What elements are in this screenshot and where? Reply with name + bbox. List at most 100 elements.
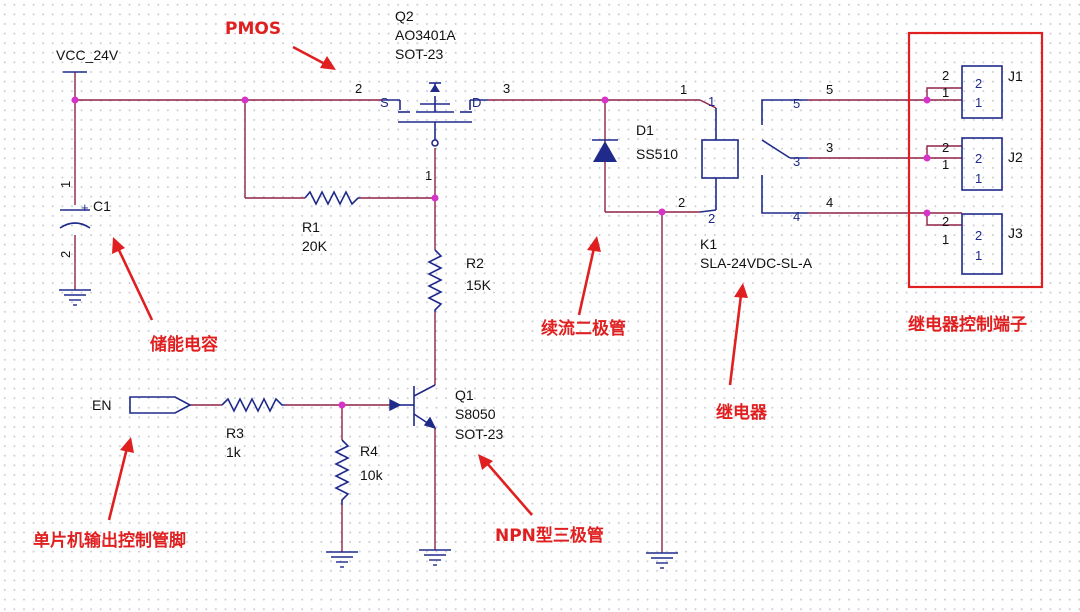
r2-ref: R2 <box>466 255 484 271</box>
resistor-r4: R4 10k <box>334 439 384 505</box>
wire-j3-pin2 <box>926 213 962 226</box>
r4-value: 10k <box>360 467 384 483</box>
j2-pin1-outer: 1 <box>942 157 949 172</box>
c1-pin2: 2 <box>58 251 73 258</box>
annotation-labels: PMOS 储能电容 续流二极管 继电器 继电器控制端子 单片机输出控制管脚 NP… <box>33 19 1027 551</box>
q1-base-arrow <box>389 398 402 412</box>
r1-value: 20K <box>302 238 328 254</box>
arrow-npn <box>485 461 533 516</box>
resistor-r3: R3 1k <box>221 397 285 460</box>
ground-r4 <box>326 551 358 568</box>
q2-d-label: D <box>472 95 481 110</box>
transistor-q1: Q1 S8050 SOT-23 <box>389 384 503 442</box>
connector-j2: 2 1 2 1 J2 <box>942 137 1023 191</box>
arrow-relay <box>728 294 743 386</box>
wire-relay-pin1 <box>699 99 717 109</box>
annotation-mcu-pin: 单片机输出控制管脚 <box>33 530 186 551</box>
annotation-arrows <box>107 45 748 521</box>
net-number-3: 3 <box>826 140 833 155</box>
k1-no-contact <box>761 99 808 125</box>
ground-c1 <box>59 289 91 306</box>
k1-ref: K1 <box>700 236 717 252</box>
junction-j2 <box>923 154 931 162</box>
k1-nc-contact <box>761 175 808 214</box>
j2-pin2-inner: 2 <box>975 151 982 166</box>
resistor-r2: R2 15K <box>427 249 492 312</box>
q1-ref: Q1 <box>455 387 474 403</box>
annotation-freewheel-diode: 续流二极管 <box>541 318 626 339</box>
r3-value: 1k <box>226 444 242 460</box>
j3-pin1-inner: 1 <box>975 248 982 263</box>
q1-value: S8050 <box>455 406 496 422</box>
q2-s-label: S <box>380 95 389 110</box>
relay-terminals-frame <box>907 31 1044 289</box>
junction-j3 <box>923 209 931 217</box>
net-number-4: 4 <box>826 195 833 210</box>
j1-pin1-inner: 1 <box>975 95 982 110</box>
k1-pin1: 1 <box>708 94 715 109</box>
en-label: EN <box>92 397 111 413</box>
q2-pin-drain: 3 <box>503 81 510 96</box>
wire-j1-pin2 <box>926 87 962 100</box>
r1-ref: R1 <box>302 219 320 235</box>
q1-collector <box>413 384 436 397</box>
j2-ref: J2 <box>1008 149 1023 165</box>
q2-pin-gate: 1 <box>425 168 432 183</box>
q1-package: SOT-23 <box>455 426 503 442</box>
annotation-relay: 继电器 <box>716 402 768 423</box>
d1-triangle <box>593 141 617 162</box>
net-number-5: 5 <box>826 82 833 97</box>
ground-relay <box>646 552 678 569</box>
j3-body <box>961 213 1003 275</box>
net-numbers: 1 2 3 4 5 <box>678 82 833 210</box>
j2-pin1-inner: 1 <box>975 171 982 186</box>
junction-gate-r1 <box>431 194 439 202</box>
junctions <box>71 96 931 409</box>
net-number-2: 2 <box>678 195 685 210</box>
junction-drain-diode <box>601 96 609 104</box>
k1-pin5: 5 <box>793 96 800 111</box>
r3-ref: R3 <box>226 425 244 441</box>
junction-relay-gnd <box>658 208 666 216</box>
connector-j3: 2 1 2 1 J3 <box>942 213 1023 275</box>
q2-ref: Q2 <box>395 8 414 24</box>
r1-zigzag <box>304 190 360 206</box>
vcc-label: VCC_24V <box>56 47 119 63</box>
j3-pin2-outer: 2 <box>942 214 949 229</box>
capacitor-c1: + C1 1 2 <box>58 181 111 258</box>
annotation-npn: NPN型三极管 <box>495 525 604 546</box>
j1-pin2-inner: 2 <box>975 76 982 91</box>
j3-pin2-inner: 2 <box>975 228 982 243</box>
en-port-shape <box>129 396 192 414</box>
j2-pin2-outer: 2 <box>942 140 949 155</box>
junction-j1 <box>923 96 931 104</box>
arrow-freewheel-diode <box>577 247 596 316</box>
annotation-relay-terminals: 继电器控制端子 <box>908 314 1027 335</box>
q2-pin-source: 2 <box>355 81 362 96</box>
vcc-symbol: VCC_24V <box>56 47 119 73</box>
d1-value: SS510 <box>636 146 678 162</box>
junction-vcc-c1 <box>71 96 79 104</box>
j1-body <box>961 65 1003 119</box>
d1-ref: D1 <box>636 122 654 138</box>
q2-gate-bubble <box>431 139 439 147</box>
j2-body <box>961 137 1003 191</box>
q1-emitter-arrow <box>423 416 437 430</box>
diode-d1: D1 SS510 <box>592 122 678 162</box>
ground-q1 <box>419 549 451 566</box>
k1-pin4: 4 <box>793 209 800 224</box>
c1-plus: + <box>81 200 89 215</box>
junction-vcc-r1 <box>241 96 249 104</box>
annotation-storage-cap: 储能电容 <box>150 334 218 355</box>
arrow-storage-cap <box>116 247 154 321</box>
k1-switch-arm <box>761 139 791 159</box>
j3-pin1-outer: 1 <box>942 232 949 247</box>
wire-j2-pin2 <box>926 145 962 158</box>
connector-j1: 2 1 2 1 J1 <box>942 65 1023 119</box>
junction-base-r4 <box>338 401 346 409</box>
r4-ref: R4 <box>360 443 378 459</box>
r3-zigzag <box>221 397 285 413</box>
r4-zigzag <box>334 439 350 505</box>
r2-zigzag <box>427 249 443 312</box>
